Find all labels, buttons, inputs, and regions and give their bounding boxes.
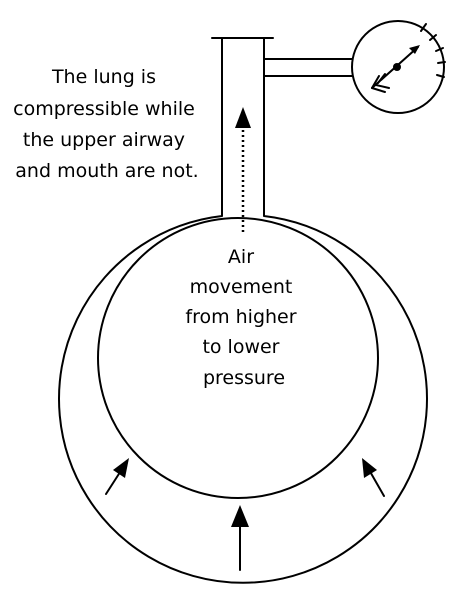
air-movement-line-3: from higher [185, 306, 296, 328]
lung-inner-surface [97, 217, 379, 499]
air-movement-line-4: to lower [202, 336, 279, 358]
lung-outer-wall [58, 37, 428, 584]
air-movement-line-1: Air [228, 246, 254, 268]
air-movement-line-2: movement [190, 276, 293, 298]
up-arrow-icon [231, 505, 249, 571]
up-arrow-icon [362, 458, 385, 497]
lung-note-line-2: compressible while [13, 98, 195, 120]
pressure-gauge-icon [351, 20, 446, 114]
up-arrow-icon [105, 458, 129, 495]
lung-note-line-1: The lung is [51, 66, 156, 88]
lung-note-text: The lung is compressible while the upper… [13, 66, 201, 182]
dotted-up-arrow-icon [235, 107, 251, 232]
air-movement-text: Air movement from higher to lower pressu… [185, 246, 302, 389]
air-movement-line-5: pressure [203, 367, 285, 389]
lung-note-line-4: and mouth are not. [15, 160, 198, 182]
lung-note-line-3: the upper airway [23, 129, 185, 151]
